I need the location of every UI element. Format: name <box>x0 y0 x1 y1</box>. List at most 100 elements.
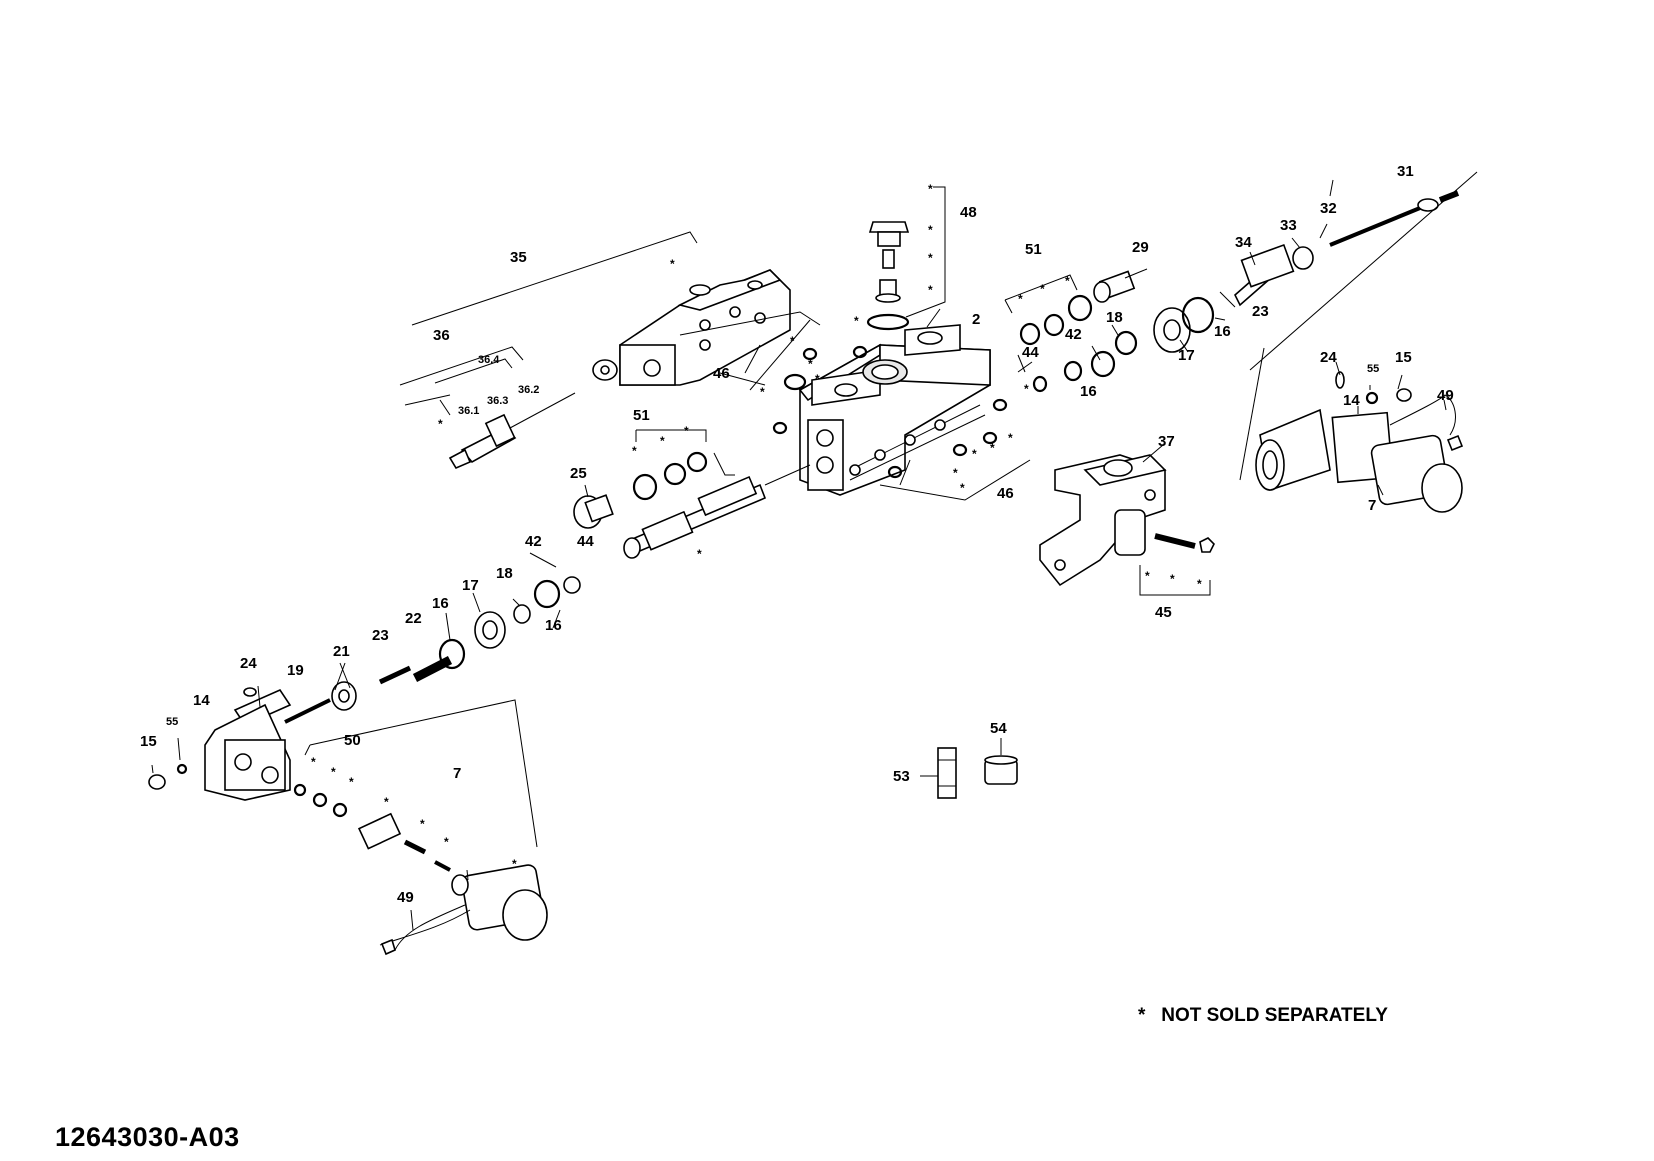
callout-53: 53 <box>893 768 910 785</box>
marker: * <box>1024 382 1029 396</box>
callout-36-1: 36.1 <box>458 405 479 417</box>
marker: * <box>1145 569 1150 583</box>
callout-49-right: 49 <box>1437 387 1454 404</box>
marker: * <box>928 223 933 237</box>
callout-15-left: 15 <box>140 733 157 750</box>
callout-42-right: 42 <box>1065 326 1082 343</box>
marker: * <box>311 755 316 769</box>
marker: * <box>697 547 702 561</box>
marker: * <box>512 857 517 871</box>
part-48-plug-stack <box>866 221 910 331</box>
not-sold-separately-legend: * NOT SOLD SEPARATELY <box>1138 1005 1388 1027</box>
callout-18-left: 18 <box>496 565 513 582</box>
part-14-23-component-stack <box>148 576 581 801</box>
marker: * <box>438 417 443 431</box>
part-37-mounting-bracket <box>1039 454 1167 587</box>
callout-51-right: 51 <box>1025 241 1042 258</box>
callout-32: 32 <box>1320 200 1337 217</box>
callout-2: 2 <box>972 311 980 328</box>
marker: * <box>444 835 449 849</box>
callout-17-right: 17 <box>1178 347 1195 364</box>
callout-24-left: 24 <box>240 655 257 672</box>
callout-42-left: 42 <box>525 533 542 550</box>
callout-21: 21 <box>333 643 350 660</box>
callout-16-left: 16 <box>432 595 449 612</box>
leader-lines <box>151 171 1478 931</box>
callout-45: 45 <box>1155 604 1172 621</box>
marker: * <box>854 314 859 328</box>
marker: * <box>928 283 933 297</box>
callout-15-right: 15 <box>1395 349 1412 366</box>
callout-16-right: 16 <box>1214 323 1231 340</box>
marker: * <box>1197 577 1202 591</box>
part-45-capscrew-nut <box>1154 533 1215 553</box>
marker: * <box>349 775 354 789</box>
callout-24-right: 24 <box>1320 349 1337 366</box>
part-36-solenoid-cartridge <box>448 392 576 470</box>
marker: * <box>815 372 820 386</box>
marker: * <box>1018 292 1023 306</box>
callout-51-center: 51 <box>633 407 650 424</box>
callout-14-left: 14 <box>193 692 210 709</box>
part-29-34-component-stack <box>1093 190 1460 356</box>
marker: * <box>420 817 425 831</box>
callout-50: 50 <box>344 732 361 749</box>
marker: * <box>1008 431 1013 445</box>
marker: * <box>384 795 389 809</box>
callout-18-right: 18 <box>1106 309 1123 326</box>
drawing-id: 12643030-A03 <box>55 1122 240 1152</box>
marker: * <box>1040 282 1045 296</box>
callout-29: 29 <box>1132 239 1149 256</box>
part-spool <box>623 464 811 559</box>
legend-text: NOT SOLD SEPARATELY <box>1161 1005 1388 1026</box>
marker: * <box>953 466 958 480</box>
callout-labels: 2 35 36 36.4 36.1 36.3 36.2 48 46 46 51 … <box>140 163 1454 906</box>
marker: * <box>660 434 665 448</box>
marker: * <box>1065 274 1070 288</box>
marker: * <box>808 357 813 371</box>
callout-33: 33 <box>1280 217 1297 234</box>
seal-rings <box>632 294 1116 501</box>
marker: * <box>972 447 977 461</box>
marker: * <box>960 481 965 495</box>
callout-36-2: 36.2 <box>518 384 539 396</box>
callout-48: 48 <box>960 204 977 221</box>
callout-44-left: 44 <box>577 533 594 550</box>
part-53-part-54 <box>937 747 1018 799</box>
part-14-7-solenoid-right <box>1255 371 1464 513</box>
callout-17-left: 17 <box>462 577 479 594</box>
callout-46-upper: 46 <box>713 365 730 382</box>
callout-7-right: 7 <box>1368 497 1376 514</box>
callout-44-right: 44 <box>1022 344 1039 361</box>
callout-23-left: 23 <box>372 627 389 644</box>
marker: * <box>990 441 995 455</box>
callout-36-4: 36.4 <box>478 354 500 366</box>
callout-31: 31 <box>1397 163 1414 180</box>
callout-23-right: 23 <box>1252 303 1269 320</box>
marker: * <box>632 444 637 458</box>
marker: * <box>670 257 675 271</box>
callout-49-left: 49 <box>397 889 414 906</box>
marker: * <box>1170 572 1175 586</box>
callout-55-left: 55 <box>166 716 178 728</box>
callout-55-right: 55 <box>1367 363 1379 375</box>
part-7-solenoid-left <box>293 783 548 956</box>
callout-54: 54 <box>990 720 1007 737</box>
marker: * <box>790 334 795 348</box>
callout-25: 25 <box>570 465 587 482</box>
part-2-valve-housing <box>798 324 991 496</box>
marker: * <box>684 424 689 438</box>
callout-36-3: 36.3 <box>487 395 508 407</box>
callout-37: 37 <box>1158 433 1175 450</box>
callout-35: 35 <box>510 249 527 266</box>
callout-16-right-lower: 16 <box>1080 383 1097 400</box>
part-25-plug <box>573 494 614 529</box>
callout-46-lower: 46 <box>997 485 1014 502</box>
callout-16-left-lower: 16 <box>545 617 562 634</box>
not-sold-markers: * * * * * * * * * * * * * * * * * * * * … <box>311 182 1202 871</box>
callout-34: 34 <box>1235 234 1252 251</box>
callout-19: 19 <box>287 662 304 679</box>
marker: * <box>331 765 336 779</box>
legend-symbol: * <box>1138 1005 1146 1026</box>
